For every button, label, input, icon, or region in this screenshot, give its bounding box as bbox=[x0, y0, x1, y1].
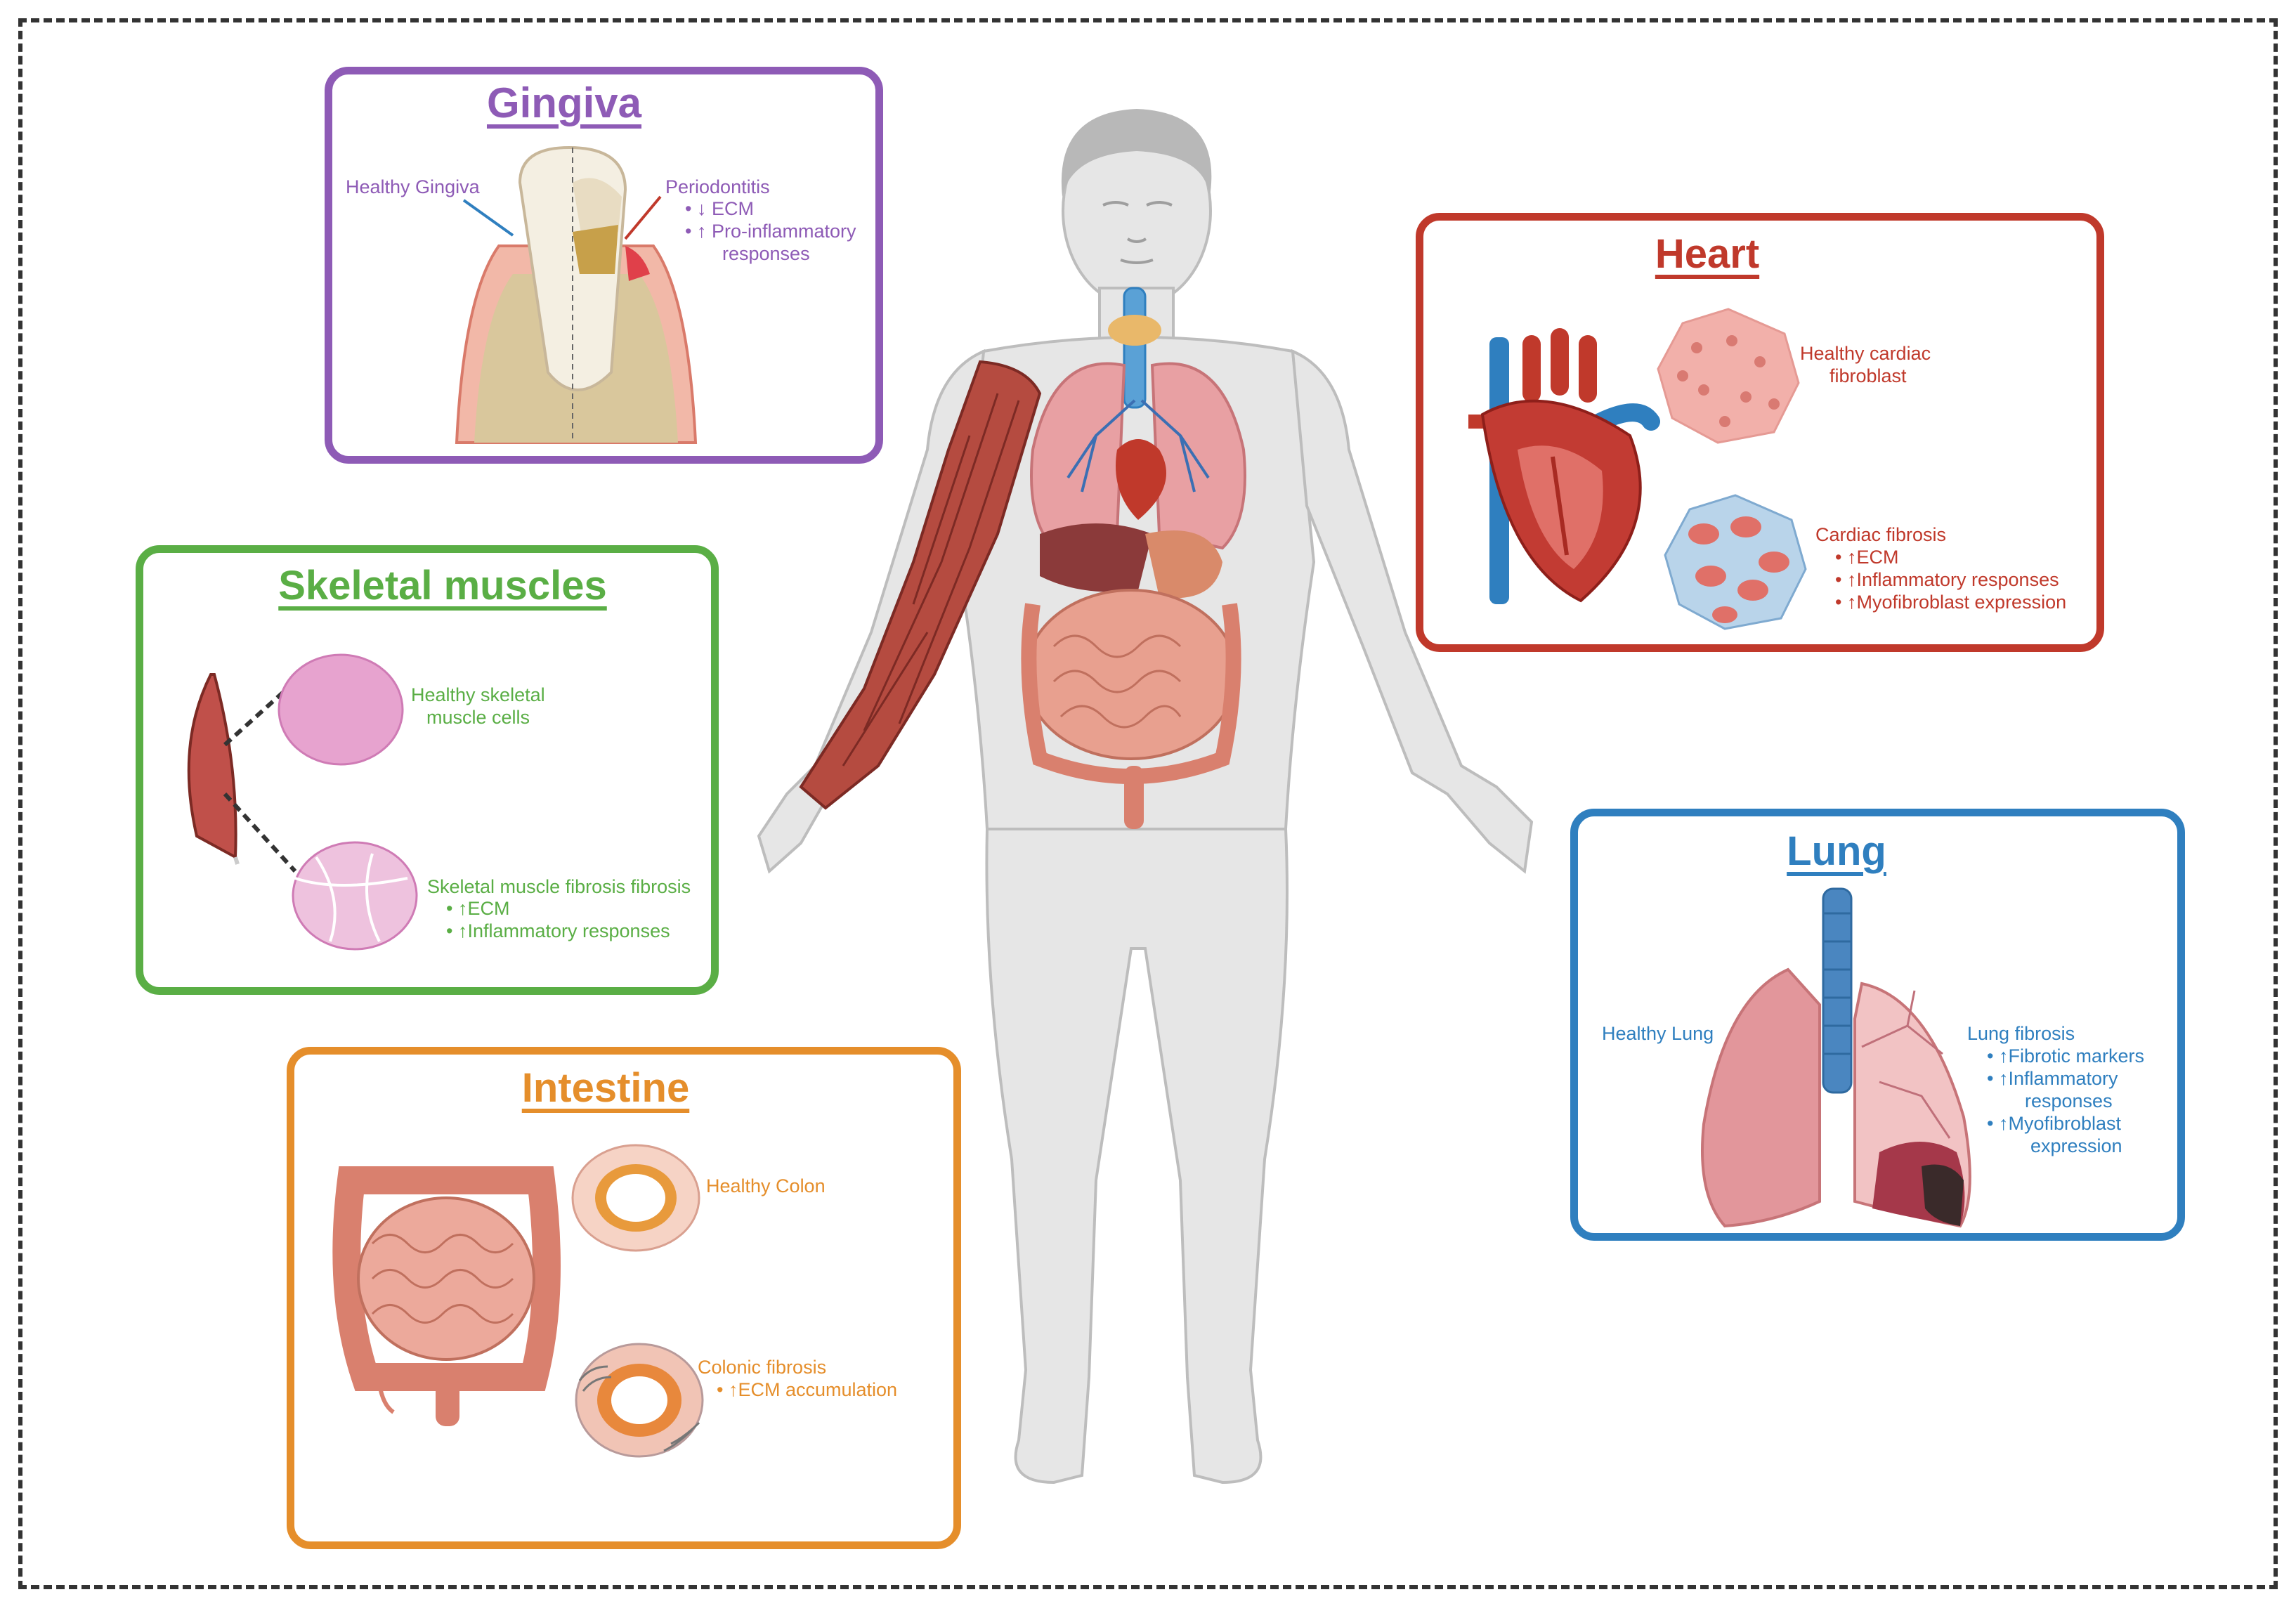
up-arrow-icon: ↑ bbox=[696, 221, 707, 242]
intestine-disease-label: Colonic fibrosis bbox=[698, 1357, 827, 1378]
stomach bbox=[1145, 530, 1222, 599]
intestine-healthy-label: Healthy Colon bbox=[706, 1175, 826, 1196]
gingiva-healthy-label: Healthy Gingiva bbox=[346, 176, 480, 197]
bullet-dot: • bbox=[1987, 1045, 1999, 1067]
rectum bbox=[1124, 766, 1144, 829]
lung-title: Lung bbox=[1787, 828, 1886, 874]
cardiac-fibrosis-cells bbox=[1664, 494, 1807, 630]
heart-healthy-label-2: fibroblast bbox=[1829, 365, 1907, 386]
down-arrow-icon: ↓ bbox=[696, 198, 707, 219]
bullet-dot: • bbox=[1835, 592, 1847, 613]
skeletal-muscle-illustration bbox=[187, 653, 418, 951]
skeletal-title: Skeletal muscles bbox=[278, 563, 607, 608]
body-heart bbox=[1116, 439, 1166, 520]
skeletal-healthy-label-2: muscle cells bbox=[426, 707, 530, 728]
heart-healthy-label-1: Healthy cardiac bbox=[1800, 343, 1931, 364]
skeletal-disease-label: Skeletal muscle fibrosis fibrosis bbox=[427, 876, 691, 897]
heart-title: Heart bbox=[1655, 231, 1760, 277]
gingiva-bullet-2: • ↑ Pro-inflammatory bbox=[685, 221, 856, 242]
fibrotic-colon-cross-section bbox=[575, 1343, 704, 1458]
healthy-colon-cross-section bbox=[571, 1144, 700, 1252]
bullet-dot: • bbox=[1987, 1068, 1999, 1089]
up-arrow-icon: ↑ bbox=[1998, 1113, 2009, 1134]
bullet-dot: • bbox=[1987, 1113, 1999, 1134]
up-arrow-icon: ↑ bbox=[457, 898, 468, 919]
up-arrow-icon: ↑ bbox=[728, 1379, 738, 1400]
bullet-dot: • bbox=[1835, 569, 1847, 590]
dashed-frame bbox=[18, 18, 2278, 1589]
healthy-cardiac-fibroblast bbox=[1657, 308, 1800, 444]
intestine-loops bbox=[1052, 634, 1182, 729]
lung-disease-label: Lung fibrosis bbox=[1967, 1023, 2075, 1044]
lung-bullet-3-cont: expression bbox=[2030, 1135, 2122, 1156]
heart-disease-label: Cardiac fibrosis bbox=[1815, 524, 1947, 545]
thyroid bbox=[1108, 315, 1161, 346]
tooth-illustration bbox=[455, 145, 698, 444]
skeletal-healthy-label-1: Healthy skeletal bbox=[411, 684, 545, 705]
gingiva-bullet-2-cont: responses bbox=[722, 243, 810, 264]
lung-healthy-label: Healthy Lung bbox=[1602, 1023, 1714, 1044]
heart-illustration bbox=[1468, 328, 1660, 604]
up-arrow-icon: ↑ bbox=[1846, 547, 1857, 568]
face-features bbox=[1102, 201, 1173, 264]
gingiva-title: Gingiva bbox=[486, 79, 642, 126]
liver bbox=[1040, 523, 1152, 592]
up-arrow-icon: ↑ bbox=[1846, 592, 1857, 613]
bullet-dot: • bbox=[685, 198, 697, 219]
intestine-illustration bbox=[332, 1166, 561, 1426]
arm-muscle-lines bbox=[842, 393, 1020, 767]
lung-illustration bbox=[1701, 887, 1971, 1228]
heart-bullet-2: • ↑Inflammatory responses bbox=[1835, 569, 2059, 590]
intestine-bullet-1: • ↑ECM accumulation bbox=[717, 1379, 898, 1400]
bullet-dot: • bbox=[1835, 547, 1847, 568]
up-arrow-icon: ↑ bbox=[1998, 1045, 2009, 1067]
gingiva-bullet-1: • ↓ ECM bbox=[685, 198, 754, 219]
body-right-lung bbox=[1150, 362, 1246, 550]
up-arrow-icon: ↑ bbox=[1846, 569, 1857, 590]
bullet-dot: • bbox=[717, 1379, 729, 1400]
lung-bullet-2-cont: responses bbox=[2025, 1090, 2113, 1111]
bronchi bbox=[1067, 399, 1210, 493]
healthy-gingiva-pointer bbox=[462, 199, 514, 237]
lung-bullet-1: • ↑Fibrotic markers bbox=[1987, 1045, 2144, 1067]
intestine-title: Intestine bbox=[521, 1065, 690, 1111]
up-arrow-icon: ↑ bbox=[1998, 1068, 2009, 1089]
heart-bullet-1: • ↑ECM bbox=[1835, 547, 1899, 568]
lung-bullet-2: • ↑Inflammatory bbox=[1987, 1068, 2118, 1089]
up-arrow-icon: ↑ bbox=[457, 920, 468, 941]
bullet-dot: • bbox=[446, 898, 458, 919]
trachea bbox=[1123, 287, 1147, 409]
gingiva-disease-label: Periodontitis bbox=[665, 176, 770, 197]
heart-bullet-3: • ↑Myofibroblast expression bbox=[1835, 592, 2067, 613]
lung-bullet-3: • ↑Myofibroblast bbox=[1987, 1113, 2122, 1134]
skeletal-bullet-2: • ↑Inflammatory responses bbox=[446, 920, 670, 941]
bullet-dot: • bbox=[446, 920, 458, 941]
skeletal-bullet-1: • ↑ECM bbox=[446, 898, 510, 919]
periodontitis-pointer bbox=[624, 195, 662, 240]
bullet-dot: • bbox=[685, 221, 697, 242]
body-small-intestine bbox=[1024, 589, 1238, 760]
